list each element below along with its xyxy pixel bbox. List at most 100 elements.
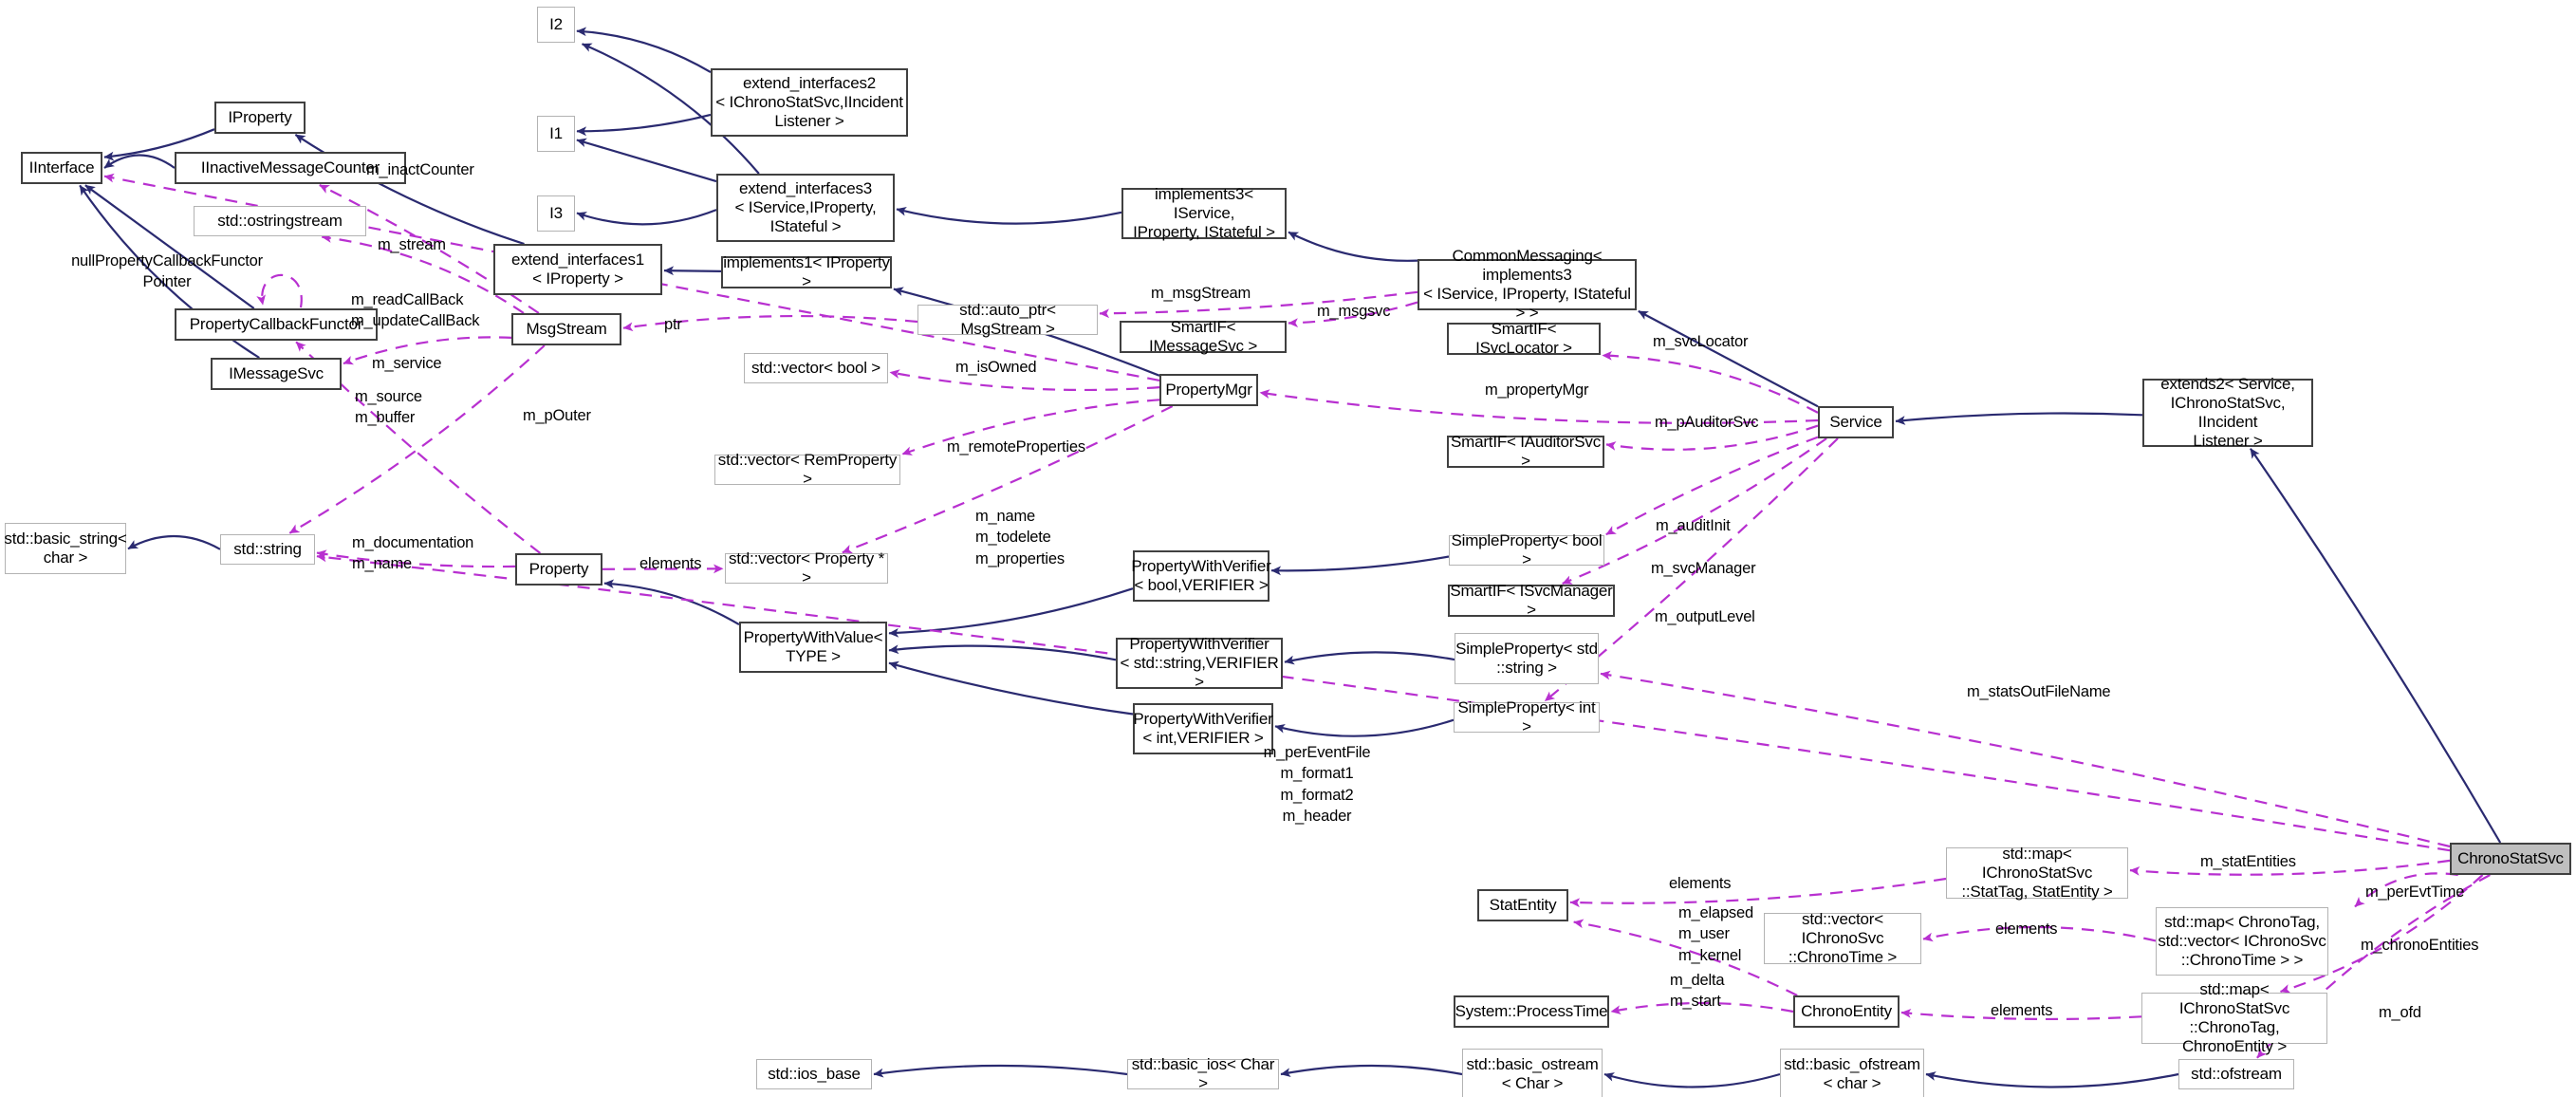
- edge-label-m_pAuditorSvc: m_pAuditorSvc: [1655, 414, 1759, 431]
- class-node-SimpleProperty_bool[interactable]: SimpleProperty< bool >: [1449, 531, 1604, 568]
- class-node-PropertyWithVerifier_bool[interactable]: PropertyWithVerifier < bool,VERIFIER >: [1131, 550, 1271, 602]
- class-node-ios_base[interactable]: std::ios_base: [756, 1059, 872, 1089]
- edge-label-m_name_propmgr: m_name m_todelete m_properties: [975, 508, 1065, 567]
- edge-label-m_statEntities: m_statEntities: [2200, 853, 2296, 870]
- inheritance-edge-SimpleProperty_bool-to-PropertyWithVerifier_bool: [1270, 555, 1450, 576]
- class-node-basic_ofstream[interactable]: std::basic_ofstream < char >: [1780, 1049, 1924, 1097]
- inheritance-edge-ChronoStatSvc-to-extends2: [2249, 448, 2502, 844]
- class-node-ChronoStatSvc[interactable]: ChronoStatSvc: [2450, 843, 2571, 875]
- class-node-MsgStream[interactable]: MsgStream: [511, 313, 621, 345]
- inheritance-edge-Service-to-CommonMessaging: [1638, 309, 1819, 408]
- class-node-SmartIF_IAuditorSvc[interactable]: SmartIF< IAuditorSvc >: [1447, 433, 1604, 470]
- inheritance-edge-CommonMessaging-to-implements3: [1288, 231, 1418, 262]
- inheritance-edge-PropertyWithVerifier_bool-to-PropertyWithValue: [888, 587, 1134, 638]
- edge-label-m_chronoEntities: m_chronoEntities: [2361, 937, 2479, 954]
- class-node-IProperty[interactable]: IProperty: [214, 102, 306, 134]
- inheritance-edge-basic_ios-to-ios_base: [873, 1064, 1128, 1078]
- inheritance-edge-basic_ofstream-to-basic_ostream: [1603, 1072, 1781, 1088]
- class-node-extend_interfaces3[interactable]: extend_interfaces3 < IService,IProperty,…: [716, 174, 895, 242]
- edge-label-m_stream: m_stream: [378, 236, 446, 253]
- inheritance-edge-extend_interfaces2-to-I2: [576, 27, 712, 74]
- class-node-PropertyWithVerifier_string[interactable]: PropertyWithVerifier < std::string,VERIF…: [1116, 635, 1283, 691]
- inheritance-edge-basic_ostream-to-basic_ios: [1280, 1064, 1463, 1077]
- class-node-PropertyWithVerifier_int[interactable]: PropertyWithVerifier < int,VERIFIER >: [1133, 703, 1273, 754]
- class-node-extends2[interactable]: extends2< Service, IChronoStatSvc, IInci…: [2142, 375, 2313, 450]
- edge-label-elements_prop: elements: [639, 555, 702, 572]
- edge-label-elements_chrono2: elements: [1991, 1002, 2053, 1019]
- edge-label-m_remoteProperties: m_remoteProperties: [947, 438, 1085, 456]
- class-node-Property[interactable]: Property: [515, 553, 602, 586]
- inheritance-edge-extend_interfaces3-to-I1: [576, 138, 717, 183]
- class-node-PropertyMgr[interactable]: PropertyMgr: [1159, 374, 1258, 406]
- class-node-SimpleProperty_int[interactable]: SimpleProperty< int >: [1454, 698, 1600, 735]
- class-node-SmartIF_IMessageSvc[interactable]: SmartIF< IMessageSvc >: [1120, 318, 1287, 355]
- class-node-extend_interfaces2[interactable]: extend_interfaces2 < IChronoStatSvc,IInc…: [711, 68, 908, 137]
- inheritance-edge-IInactiveMessageCounter-to-IInterface: [103, 154, 176, 169]
- inheritance-edge-extend_interfaces2-to-I1: [576, 113, 712, 137]
- usage-edge-elements: [1569, 877, 1947, 908]
- inheritance-edge-implements1-to-extend_interfaces1: [663, 266, 722, 276]
- edge-label-elements_stat: elements: [1669, 875, 1732, 892]
- class-node-vector_bool[interactable]: std::vector< bool >: [744, 353, 888, 383]
- edge-label-m_msgsvc: m_msgsvc: [1317, 303, 1391, 320]
- edge-label-m_auditInit: m_auditInit: [1656, 517, 1731, 534]
- usage-edge-m_perEventFile: [316, 552, 2451, 852]
- class-node-CommonMessaging[interactable]: CommonMessaging< implements3 < IService,…: [1418, 247, 1637, 322]
- edge-label-elements_chrono1: elements: [1995, 920, 2058, 938]
- edge-label-m_perEvtTime: m_perEvtTime: [2365, 883, 2465, 901]
- class-node-IInterface[interactable]: IInterface: [21, 152, 102, 184]
- class-node-ChronoEntity[interactable]: ChronoEntity: [1793, 995, 1900, 1028]
- class-node-basic_ostream[interactable]: std::basic_ostream < Char >: [1462, 1049, 1603, 1097]
- class-node-extend_interfaces1[interactable]: extend_interfaces1 < IProperty >: [493, 244, 662, 295]
- edge-label-m_svcManager: m_svcManager: [1651, 560, 1756, 577]
- inheritance-edge-PropertyWithValue-to-Property: [603, 579, 740, 626]
- class-node-ProcessTime[interactable]: System::ProcessTime: [1454, 995, 1609, 1028]
- edge-label-m_readCallBack: m_readCallBack m_updateCallBack: [351, 291, 480, 330]
- inheritance-edge-ofstream-to-basic_ofstream: [1925, 1071, 2179, 1088]
- class-node-implements1[interactable]: implements1< IProperty >: [721, 253, 892, 290]
- usage-edge-m_svcLocator: [1602, 350, 1819, 414]
- edge-label-m_outputLevel: m_outputLevel: [1655, 608, 1755, 625]
- edge-label-m_elapsed: m_elapsed m_user m_kernel: [1678, 904, 1753, 964]
- edge-label-m_isOwned: m_isOwned: [955, 359, 1037, 376]
- class-node-Service[interactable]: Service: [1818, 406, 1894, 438]
- class-node-SimpleProperty_string[interactable]: SimpleProperty< std ::string >: [1455, 633, 1599, 684]
- inheritance-edge-extends2-to-Service: [1895, 412, 2143, 425]
- inheritance-edge-SimpleProperty_int-to-PropertyWithVerifier_int: [1274, 718, 1455, 737]
- class-node-StatEntity[interactable]: StatEntity: [1477, 889, 1568, 921]
- class-node-auto_ptr_MsgStream[interactable]: std::auto_ptr< MsgStream >: [917, 301, 1098, 338]
- class-node-IInactiveMessageCounter[interactable]: IInactiveMessageCounter: [175, 152, 406, 184]
- class-node-string[interactable]: std::string: [220, 534, 315, 565]
- class-node-ofstream[interactable]: std::ofstream: [2178, 1059, 2294, 1089]
- class-node-PropertyCallbackFunctor[interactable]: PropertyCallbackFunctor: [175, 308, 378, 341]
- class-node-SmartIF_ISvcManager[interactable]: SmartIF< ISvcManager >: [1448, 582, 1615, 619]
- usage-edge-self-PropertyCallbackFunctor: [256, 273, 303, 308]
- inheritance-edge-implements3-to-extend_interfaces3: [896, 206, 1122, 225]
- class-node-implements3[interactable]: implements3< IService, IProperty, IState…: [1121, 185, 1287, 241]
- class-node-vector_RemProperty[interactable]: std::vector< RemProperty >: [714, 451, 900, 488]
- class-node-map_StatTag_StatEntity[interactable]: std::map< IChronoStatSvc ::StatTag, Stat…: [1946, 845, 2128, 901]
- class-node-I2[interactable]: I2: [537, 7, 575, 43]
- class-node-IMessageSvc[interactable]: IMessageSvc: [211, 358, 342, 390]
- class-node-map_ChronoTag_ChronoEntity[interactable]: std::map< IChronoStatSvc ::ChronoTag, Ch…: [2141, 980, 2327, 1055]
- edge-label-m_service: m_service: [372, 355, 442, 372]
- class-node-I1[interactable]: I1: [537, 116, 575, 152]
- class-node-vector_ChronoTime[interactable]: std::vector< IChronoSvc ::ChronoTime >: [1764, 910, 1921, 966]
- class-node-I3[interactable]: I3: [537, 195, 575, 232]
- class-node-ostringstream[interactable]: std::ostringstream: [194, 206, 366, 236]
- edge-label-m_ofd: m_ofd: [2379, 1004, 2421, 1021]
- class-node-vector_Property_ptr[interactable]: std::vector< Property * >: [725, 549, 888, 586]
- class-node-map_ChronoTag_vector[interactable]: std::map< ChronoTag, std::vector< IChron…: [2156, 907, 2328, 976]
- class-node-PropertyWithValue[interactable]: PropertyWithValue< TYPE >: [739, 622, 887, 673]
- edge-label-m_svcLocator: m_svcLocator: [1653, 333, 1749, 350]
- class-node-basic_ios[interactable]: std::basic_ios< Char >: [1127, 1055, 1279, 1092]
- class-node-basic_string[interactable]: std::basic_string< char >: [4, 523, 127, 574]
- inheritance-edge-extend_interfaces3-to-I3: [576, 209, 717, 226]
- edge-label-m_perEventFile: m_perEventFile m_format1 m_format2 m_hea…: [1263, 744, 1371, 825]
- edge-label-nullPropertyCallbackFunctorPointer: nullPropertyCallbackFunctor Pointer: [71, 252, 263, 291]
- edge-label-m_msgStream: m_msgStream: [1151, 285, 1251, 302]
- edge-label-m_source: m_source m_buffer: [355, 388, 422, 427]
- edge-label-m_inactCounter: m_inactCounter: [366, 161, 474, 178]
- class-node-SmartIF_ISvcLocator[interactable]: SmartIF< ISvcLocator >: [1447, 320, 1601, 357]
